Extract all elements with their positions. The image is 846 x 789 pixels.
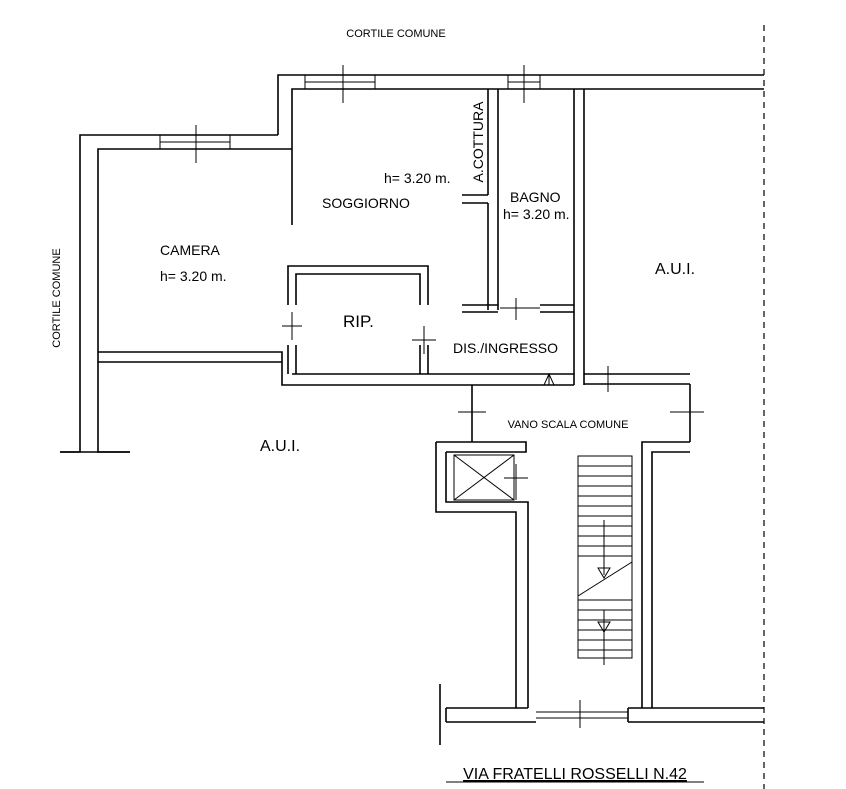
label-aui-left: A.U.I.	[260, 438, 300, 455]
label-cortile-top: CORTILE COMUNE	[346, 28, 445, 40]
label-soggiorno-height: h= 3.20 m.	[384, 170, 451, 186]
doors	[282, 312, 609, 392]
label-dis-ingresso: DIS./INGRESSO	[453, 340, 558, 356]
label-address: VIA FRATELLI ROSSELLI N.42	[463, 766, 687, 783]
label-cortile-left: CORTILE COMUNE	[51, 248, 63, 347]
label-vano-scala: VANO SCALA COMUNE	[508, 419, 629, 431]
stairwell	[435, 384, 764, 745]
label-bagno: BAGNO	[510, 189, 561, 205]
label-camera-height: h= 3.20 m.	[160, 268, 227, 284]
label-rip: RIP.	[343, 312, 374, 331]
label-bagno-height: h= 3.20 m.	[503, 206, 570, 222]
windows	[159, 65, 541, 163]
label-cottura: A.COTTURA	[470, 101, 486, 183]
label-aui-right: A.U.I.	[655, 261, 695, 278]
label-soggiorno: SOGGIORNO	[322, 195, 410, 211]
interior-walls	[98, 89, 690, 386]
label-camera: CAMERA	[160, 242, 221, 258]
